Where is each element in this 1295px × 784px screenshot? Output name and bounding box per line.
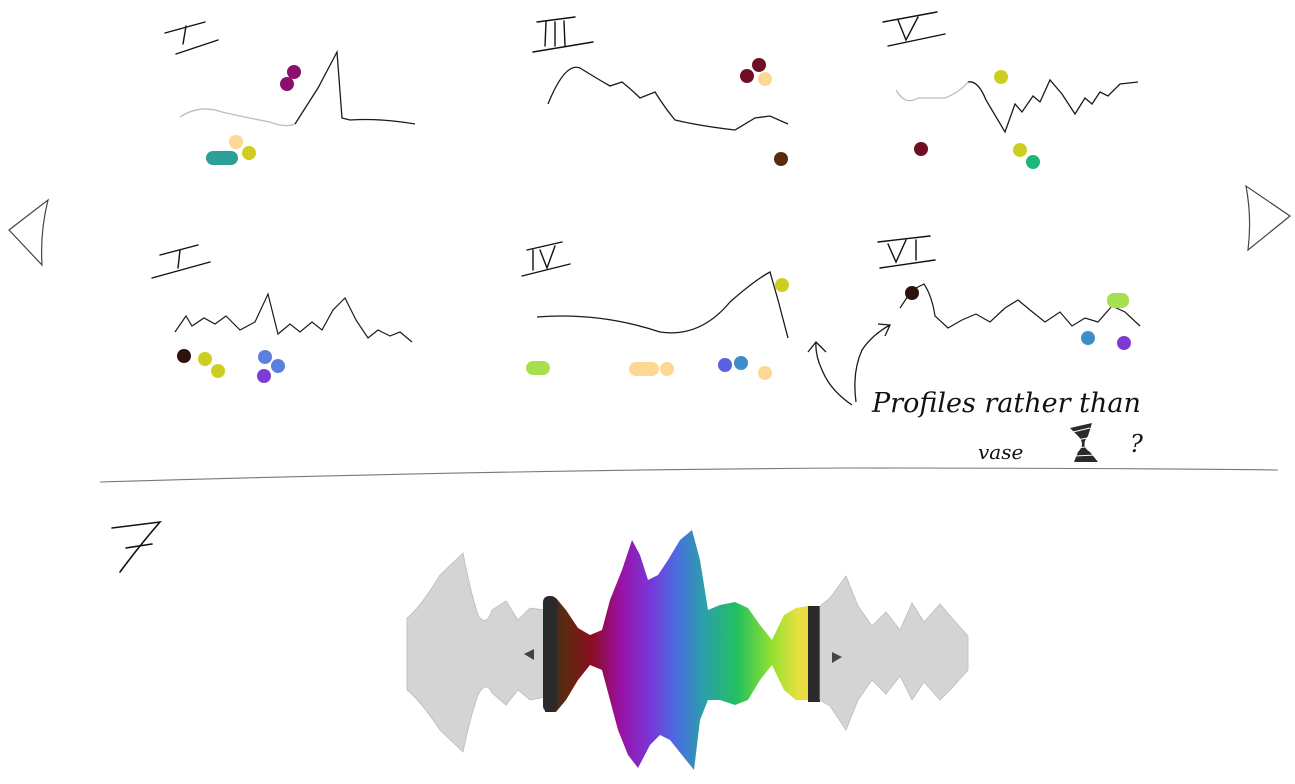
note-line-2: vase (978, 440, 1023, 464)
right-range-handle[interactable] (808, 606, 820, 702)
color-dot (718, 358, 732, 372)
color-dot (1117, 336, 1131, 350)
color-dot (1013, 143, 1027, 157)
panel-numeral (877, 235, 936, 269)
color-dot (1081, 331, 1095, 345)
color-dot (287, 65, 301, 79)
color-dot (774, 152, 788, 166)
note-arrow-icon (854, 323, 891, 403)
panel-V (882, 11, 1139, 169)
color-dot (734, 356, 748, 370)
profile-line (294, 49, 416, 125)
panel-VI (877, 235, 1141, 350)
color-dot (752, 58, 766, 72)
panel-numeral (151, 244, 211, 279)
panel-I-top (164, 21, 416, 165)
right-range-extension (819, 575, 969, 731)
color-dot (914, 142, 928, 156)
section-7-numeral (111, 520, 162, 573)
prev-arrow-icon[interactable] (8, 198, 49, 267)
color-dot (526, 361, 550, 375)
panel-I-bottom (151, 244, 413, 383)
color-dot (242, 146, 256, 160)
profile-line (536, 271, 789, 339)
right-range-marker-icon (832, 652, 842, 663)
color-dot (758, 366, 772, 380)
note-question-mark: ? (1130, 430, 1143, 458)
vase-icon (1070, 423, 1098, 462)
profile-line (895, 81, 969, 102)
color-dot (229, 135, 243, 149)
panel-numeral (164, 21, 219, 55)
color-dot (758, 72, 772, 86)
color-dot (775, 278, 789, 292)
profile-line (547, 66, 789, 131)
panel-numeral (882, 11, 946, 47)
next-arrow-icon[interactable] (1245, 184, 1292, 252)
profile-line (179, 108, 296, 127)
color-dot (1107, 293, 1129, 308)
color-dot (198, 352, 212, 366)
color-dot (258, 350, 272, 364)
color-dot (740, 69, 754, 83)
color-dot (211, 364, 225, 378)
color-dot (905, 286, 919, 300)
panel-III (532, 16, 789, 166)
color-dot (660, 362, 674, 376)
panel-IV (521, 241, 789, 380)
color-dot (994, 70, 1008, 84)
panel-numeral (521, 241, 571, 277)
color-dot (206, 151, 238, 165)
left-range-extension (406, 552, 546, 753)
note-line-1: Profiles rather than (871, 388, 1141, 419)
color-dot (280, 77, 294, 91)
profile-line (174, 292, 413, 343)
left-range-marker-icon (524, 649, 534, 660)
color-dot (629, 362, 659, 376)
color-dot (271, 359, 285, 373)
color-dot (257, 369, 271, 383)
spectrum-profile (545, 530, 820, 770)
annotation-note: Profiles rather than vase ? (807, 323, 1143, 464)
profile-line (899, 283, 1141, 329)
note-arrow-icon (807, 341, 853, 406)
panel-numeral (532, 16, 594, 53)
left-range-handle[interactable] (543, 596, 557, 712)
section-divider (99, 467, 1279, 483)
color-dot (177, 349, 191, 363)
color-dot (1026, 155, 1040, 169)
color-profile-widget[interactable] (406, 530, 969, 770)
profile-line (967, 78, 1139, 134)
